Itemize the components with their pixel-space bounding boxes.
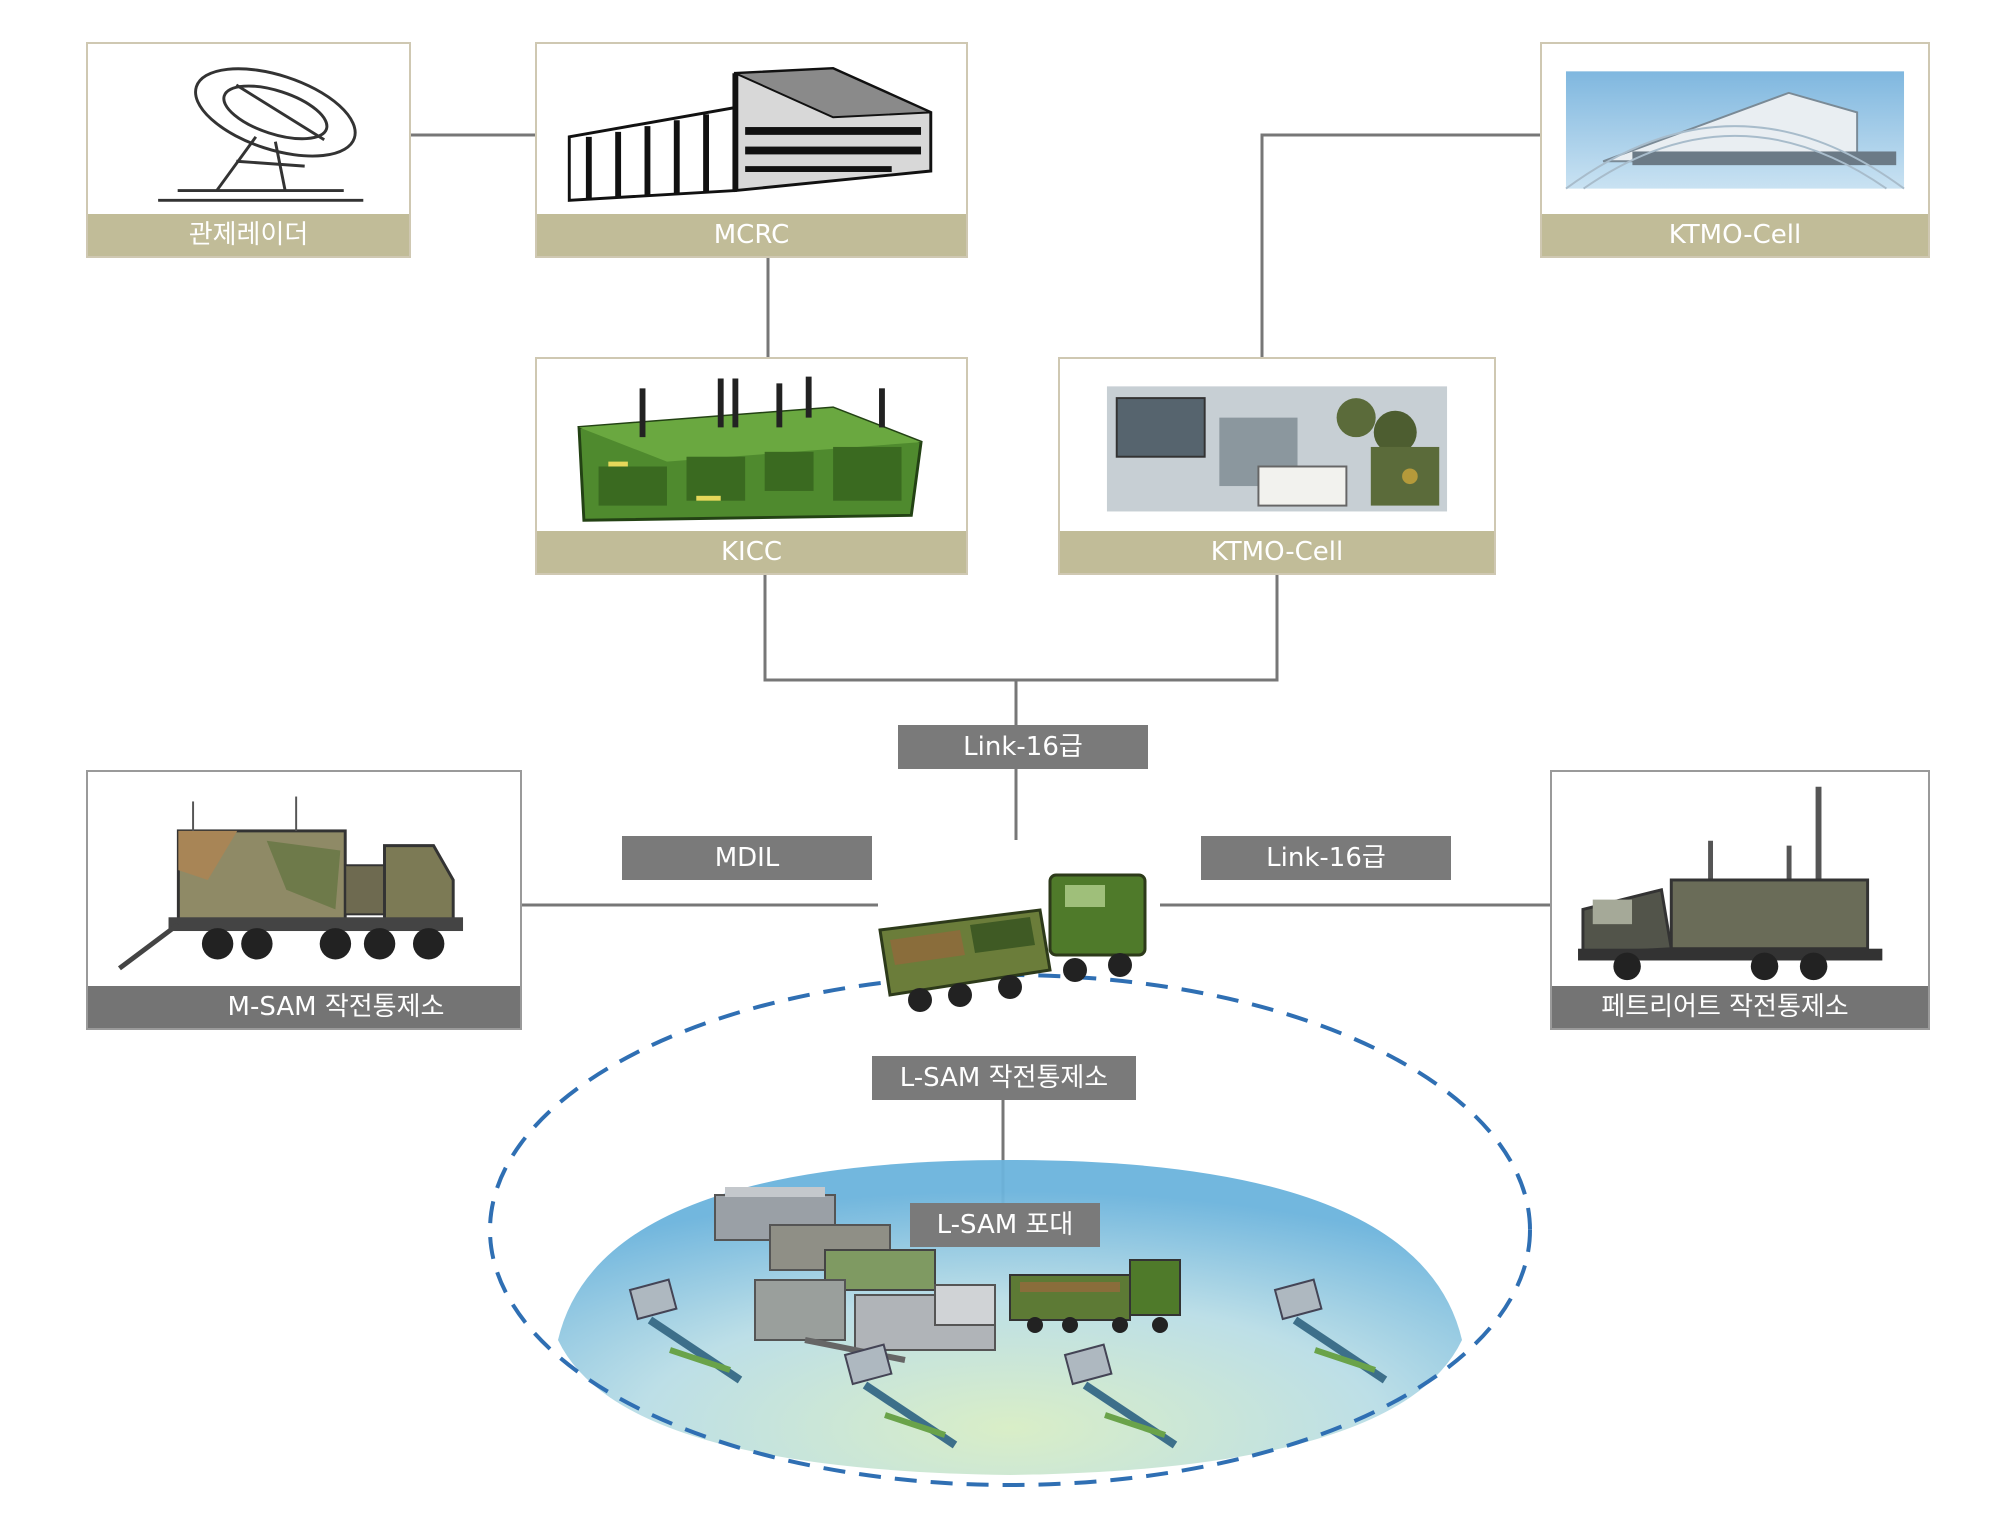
patriot-truck-image [1552, 772, 1928, 986]
node-caption: KICC [537, 531, 966, 573]
operator-console-image [1060, 359, 1494, 531]
lsam-operations-center-tag: L-SAM 작전통제소 [872, 1056, 1136, 1100]
battery-shelters [714, 1187, 996, 1363]
kicc-shelter-image [537, 359, 966, 531]
line-kicc-ktmo-join [763, 575, 1279, 682]
node-control-radar: 관제레이더 [86, 42, 411, 258]
node-ktmo-cell-mid: KTMO-Cell [1058, 357, 1496, 575]
node-caption: 페트리어트 작전통제소 [1552, 986, 1928, 1028]
line-ktmo-top-mid [1260, 133, 1540, 357]
lsam-battery-tag: L-SAM 포대 [910, 1203, 1100, 1247]
mdil-tag: MDIL [622, 836, 872, 880]
link16-center-tag: Link-16급 [898, 725, 1148, 769]
launcher-4 [1273, 1278, 1388, 1384]
radar-dish-image [88, 44, 409, 214]
lsam-center-vehicle [878, 873, 1147, 1012]
launcher-2 [843, 1343, 958, 1449]
link16-right-tag: Link-16급 [1201, 836, 1451, 880]
launcher-1 [628, 1278, 743, 1384]
msam-truck-image [88, 772, 520, 986]
hangar-radar-image [1542, 44, 1928, 214]
battery-launcher-truck [1009, 1259, 1181, 1333]
node-ktmo-cell-top: KTMO-Cell [1540, 42, 1930, 258]
command-building-image [537, 44, 966, 214]
node-msam-operations-center: M-SAM 작전통제소 [86, 770, 522, 1030]
node-caption: M-SAM 작전통제소 [88, 986, 520, 1028]
node-caption: MCRC [537, 214, 966, 256]
node-caption: KTMO-Cell [1542, 214, 1928, 256]
node-caption: KTMO-Cell [1060, 531, 1494, 573]
node-caption: 관제레이더 [88, 214, 409, 256]
node-kicc: KICC [535, 357, 968, 575]
node-patriot-operations-center: 페트리어트 작전통제소 [1550, 770, 1930, 1030]
node-mcrc: MCRC [535, 42, 968, 258]
launcher-3 [1063, 1343, 1178, 1449]
